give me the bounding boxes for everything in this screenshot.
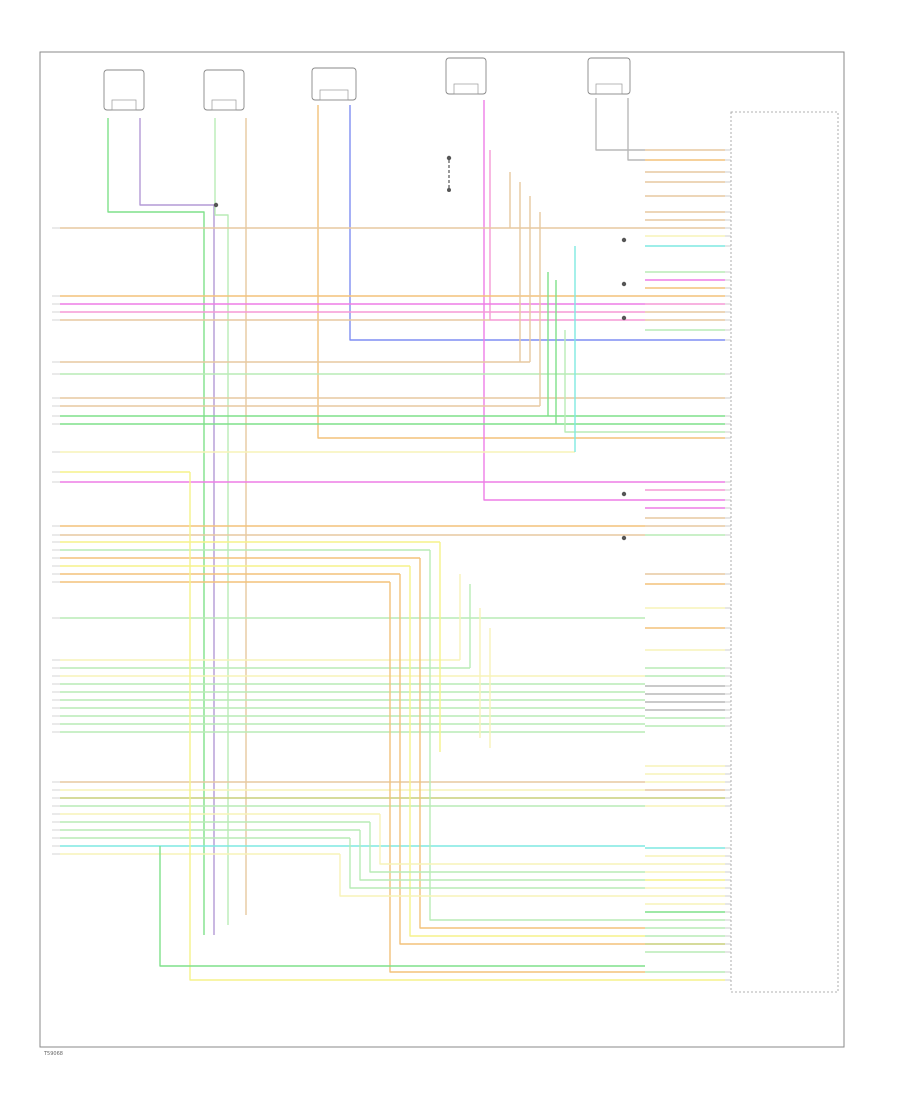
- connector-block-icon: [103, 69, 145, 111]
- connector-group: [103, 57, 631, 192]
- wire: [429, 550, 645, 921]
- connector-block-icon: [203, 69, 245, 111]
- wire: [627, 98, 645, 161]
- diagram-reference: T59068: [43, 1051, 63, 1057]
- pcm-module: [730, 111, 839, 993]
- splice-dot-icon: [446, 155, 452, 161]
- diagram-frame: [39, 51, 845, 1048]
- wire: [564, 330, 645, 433]
- ground-icon: [447, 188, 451, 192]
- splice-dot-icon: [621, 491, 627, 497]
- wire: [379, 814, 645, 865]
- wire: [359, 830, 645, 881]
- splice-group: [213, 155, 627, 541]
- wire: [317, 105, 645, 439]
- splice-dot-icon: [621, 237, 627, 243]
- wire: [339, 854, 645, 897]
- wire: [483, 100, 645, 501]
- pin-group: [52, 149, 731, 981]
- connector-block-icon: [453, 83, 479, 95]
- wire: [159, 846, 645, 967]
- wire-group: [60, 98, 725, 981]
- splice-dot-icon: [213, 202, 219, 208]
- wire: [409, 566, 645, 937]
- wire: [389, 582, 645, 973]
- wire: [214, 118, 229, 925]
- connector-block-icon: [595, 83, 623, 95]
- wire: [595, 98, 645, 151]
- connector-block-icon: [311, 67, 357, 101]
- wire: [399, 574, 645, 945]
- wire: [139, 118, 215, 935]
- connector-block-icon: [211, 99, 237, 111]
- wire: [489, 150, 645, 321]
- splice-dot-icon: [621, 535, 627, 541]
- wire: [349, 838, 645, 889]
- connector-block-icon: [587, 57, 631, 95]
- splice-dot-icon: [621, 281, 627, 287]
- wire: [189, 472, 645, 981]
- connector-block-icon: [111, 99, 137, 111]
- wire: [349, 105, 645, 341]
- connector-block-icon: [319, 89, 349, 101]
- splice-dot-icon: [621, 315, 627, 321]
- wire: [419, 558, 645, 929]
- connector-block-icon: [445, 57, 487, 95]
- wire: [369, 822, 645, 873]
